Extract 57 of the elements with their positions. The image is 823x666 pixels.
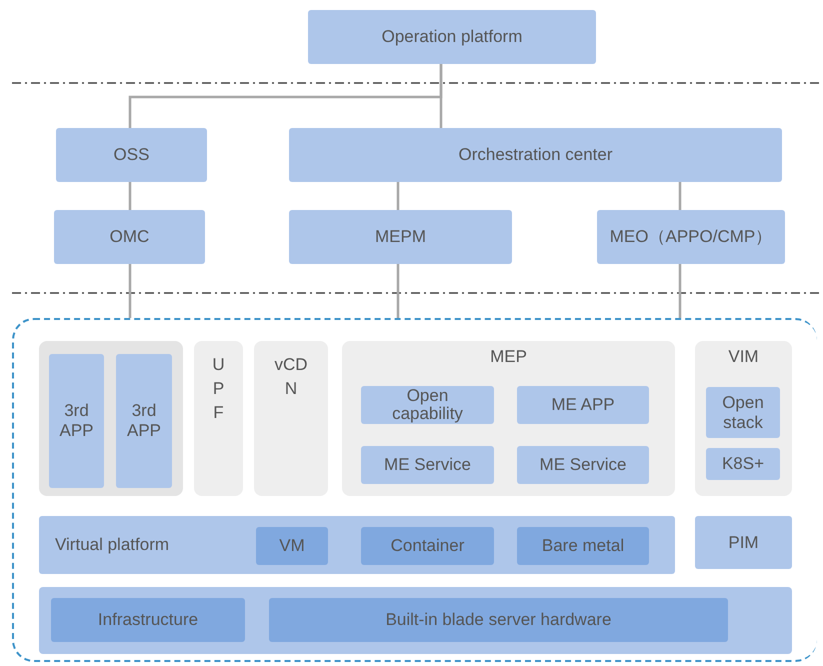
service-box: [706, 387, 780, 438]
label-text: Openstack: [721, 392, 765, 432]
service-box: [517, 386, 649, 424]
connector-line: [128, 264, 132, 318]
system-box: [289, 128, 782, 182]
title-box: [308, 10, 596, 64]
label-text: MEO（APPO/CMP）: [610, 227, 772, 247]
service-box: [706, 448, 780, 480]
system-box: [54, 210, 205, 264]
connector-line: [440, 64, 442, 128]
connector-line: [128, 182, 132, 210]
label-text: UPF: [211, 354, 226, 424]
label-text: OMC: [110, 227, 150, 247]
label-text: ME APP: [551, 395, 615, 415]
label-text: 3rd APP: [60, 401, 94, 441]
app-box: [116, 354, 172, 488]
label-text: Container: [390, 536, 464, 556]
label-text: MEPM: [375, 227, 426, 247]
label-text: Open capability: [391, 387, 464, 423]
label-text: VM: [279, 536, 305, 556]
label-text: MEP: [489, 347, 528, 367]
group-panel: [39, 341, 183, 496]
label-text: K8S+: [722, 454, 764, 474]
label-text: PIM: [728, 532, 759, 552]
connector-line: [396, 264, 400, 318]
label-text: Orchestration center: [458, 145, 612, 165]
layer-box: [269, 598, 728, 642]
layer-box: [361, 527, 494, 565]
label-text: Infrastructure: [98, 610, 198, 630]
service-box: [361, 446, 494, 484]
label-text: ME Service: [540, 455, 626, 475]
system-box: [56, 128, 207, 182]
system-box: [597, 210, 785, 264]
label-text: OSS: [114, 145, 150, 165]
label-text: Built-in blade server hardware: [386, 610, 612, 630]
label-text: ME Service: [384, 455, 471, 475]
layer-box: [517, 527, 649, 565]
layer-box: [695, 516, 792, 569]
app-box: [49, 354, 104, 488]
service-box: [517, 446, 649, 484]
label-text: vCDN: [273, 354, 309, 400]
layer-band: [39, 516, 675, 574]
label-text: Virtual platform: [55, 535, 170, 555]
group-panel: [695, 341, 792, 496]
layer-band: [39, 587, 792, 654]
system-box: [289, 210, 512, 264]
label-text: Operation platform: [382, 27, 522, 47]
layer-box: [256, 527, 328, 565]
group-panel: [342, 341, 675, 496]
label-text: Bare metal: [542, 536, 624, 556]
service-box: [361, 386, 494, 424]
label-text: VIM: [727, 347, 760, 367]
layer-box: [51, 598, 245, 642]
label-text: 3rd APP: [127, 401, 161, 441]
connector-line: [678, 182, 682, 210]
connector-line: [678, 264, 682, 318]
connector-line: [396, 182, 400, 210]
